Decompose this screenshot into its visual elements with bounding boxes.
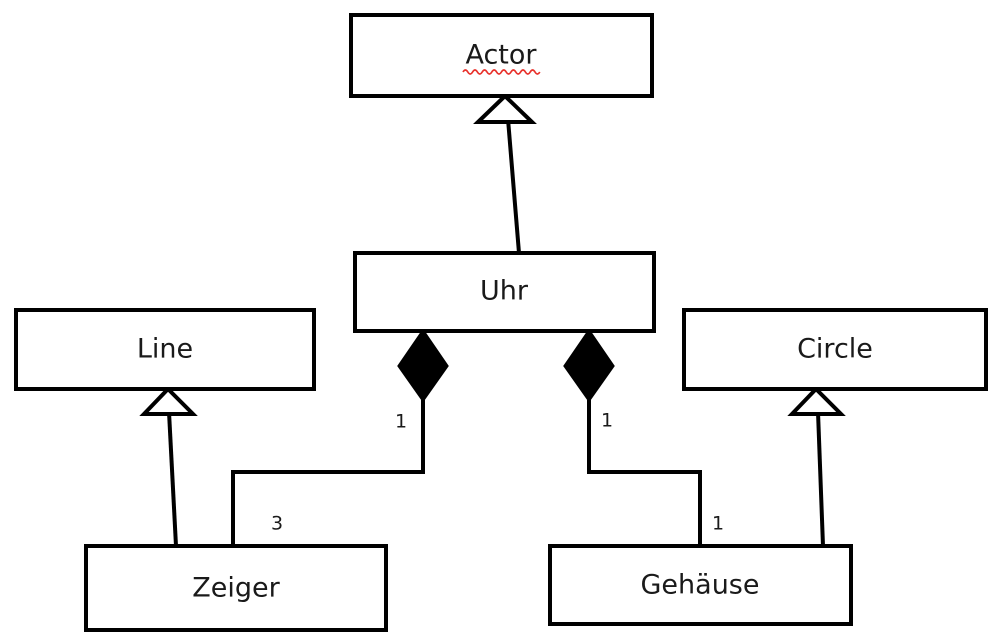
class-rect-line (14, 308, 316, 391)
generalization-arrowhead-line (139, 386, 198, 416)
generalization-arrowhead-actor (473, 93, 537, 124)
class-name-uhr: Uhr (480, 276, 529, 307)
class-name-actor: Actor (465, 40, 537, 71)
class-rect-actor (349, 13, 654, 98)
composition-path-uhr-gehause (587, 400, 702, 546)
class-rect-circle (682, 308, 988, 391)
spellcheck-squiggle-actor (462, 69, 541, 75)
class-box-actor[interactable]: Actor (349, 13, 654, 98)
class-box-uhr[interactable]: Uhr (353, 251, 656, 333)
class-box-zeiger[interactable]: Zeiger (84, 544, 388, 632)
generalization-line-uhr-actor (506, 118, 521, 254)
multiplicity-label-gehause: 1 (712, 513, 724, 535)
class-box-gehause[interactable]: Gehäuse (548, 544, 853, 626)
generalization-arrowhead-circle (787, 386, 846, 416)
composition-uhr-to-gehause[interactable] (563, 328, 702, 546)
class-name-circle: Circle (797, 334, 873, 365)
class-rect-zeiger (84, 544, 388, 632)
generalization-uhr-to-actor[interactable] (473, 93, 537, 254)
class-rect-gehause (548, 544, 853, 626)
class-name-zeiger: Zeiger (192, 573, 280, 604)
class-box-circle[interactable]: Circle (682, 308, 988, 391)
composition-uhr-to-zeiger[interactable] (231, 328, 449, 546)
class-box-line[interactable]: Line (14, 308, 316, 391)
generalization-line-gehause-circle (816, 411, 825, 547)
multiplicity-label-uhr-gehause: 1 (601, 410, 613, 432)
composition-path-uhr-zeiger (231, 400, 425, 546)
class-name-gehause: Gehäuse (641, 570, 760, 601)
composition-diamond-uhr-zeiger (397, 328, 449, 403)
generalization-zeiger-to-line[interactable] (139, 386, 198, 547)
class-rect-uhr (353, 251, 656, 333)
class-name-line: Line (137, 334, 193, 365)
multiplicity-label-zeiger: 3 (271, 513, 283, 535)
generalization-line-zeiger-line (167, 411, 178, 547)
generalization-gehause-to-circle[interactable] (787, 386, 846, 547)
multiplicity-label-uhr-zeiger: 1 (395, 411, 407, 433)
composition-diamond-uhr-gehause (563, 328, 615, 403)
